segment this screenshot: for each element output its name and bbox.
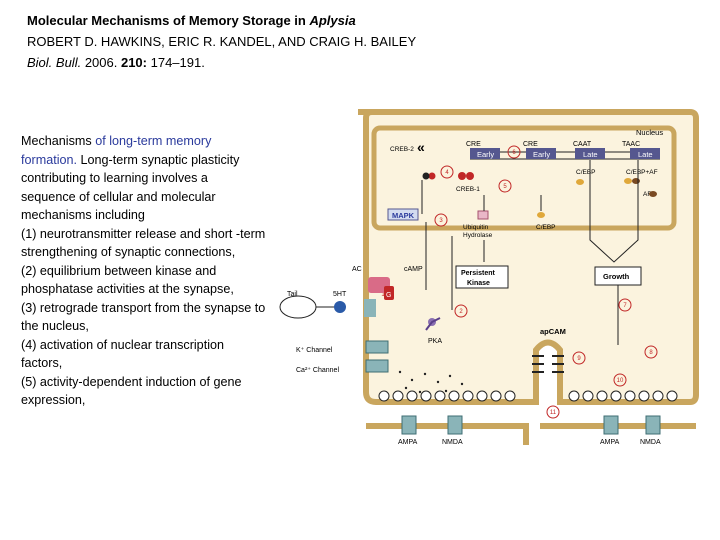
tail-label: Tail bbox=[287, 291, 298, 298]
citation-header: Molecular Mechanisms of Memory Storage i… bbox=[27, 10, 416, 73]
pka-label: PKA bbox=[428, 338, 442, 345]
figure-caption-text: Mechanisms of long-term memory formation… bbox=[21, 132, 266, 410]
step-8-marker: 8 bbox=[649, 350, 653, 356]
ca-channel-icon bbox=[365, 359, 389, 373]
list-item: (3) retrograde transport from the synaps… bbox=[21, 300, 266, 334]
creb1-dimer-icon bbox=[466, 172, 474, 180]
ampa-receptor-icon bbox=[603, 415, 619, 435]
cebp-icon bbox=[576, 179, 584, 185]
mechanism-diagram: Nucleus CREB-2 « CRE CRE CAAT TAAC Early… bbox=[270, 100, 710, 460]
early-gene-box bbox=[526, 148, 556, 159]
g-protein-label: G bbox=[386, 292, 391, 299]
sensory-neuron-icon bbox=[279, 295, 317, 319]
step-7-marker: 7 bbox=[623, 303, 627, 309]
ac-label: AC bbox=[352, 266, 362, 273]
ampa-label: AMPA bbox=[398, 439, 418, 446]
persistent-kinase-box bbox=[455, 265, 509, 289]
list-item: (4) activation of nuclear transcription … bbox=[21, 337, 224, 371]
af-label: AF bbox=[643, 191, 651, 198]
late-label: Late bbox=[638, 150, 653, 159]
persistent-label: Persistent bbox=[461, 270, 496, 277]
step-4-marker: 4 bbox=[445, 170, 449, 176]
author-list: ROBERT D. HAWKINS, ERIC R. KANDEL, AND C… bbox=[27, 34, 417, 49]
5ht-label: 5HT bbox=[333, 291, 347, 298]
mapk-label: MAPK bbox=[392, 211, 415, 220]
creb2-label: CREB-2 bbox=[390, 146, 414, 153]
creb2-bound-icon bbox=[422, 172, 430, 180]
growth-label: Growth bbox=[603, 272, 630, 281]
late-gene-box bbox=[630, 148, 660, 159]
k-channel-label: K⁺ Channel bbox=[296, 347, 333, 354]
ca-channel-label: Ca²⁺ Channel bbox=[296, 367, 339, 374]
ubiquitin-label: Ubiquitin bbox=[463, 224, 489, 231]
g-protein-icon bbox=[384, 286, 394, 300]
k-channel-icon bbox=[365, 340, 389, 354]
cebp-af-label: C/EBP+AF bbox=[626, 169, 658, 176]
list-item: (2) equilibrium between kinase and phosp… bbox=[21, 263, 234, 297]
af-icon bbox=[632, 178, 640, 184]
nucleus-label: Nucleus bbox=[636, 128, 663, 137]
cebp-label: C/EBP bbox=[576, 169, 596, 176]
list-item: (5) activity-dependent induction of gene… bbox=[21, 374, 242, 408]
cebp-icon bbox=[537, 212, 545, 218]
cebp-label: C/EBP bbox=[536, 224, 556, 231]
cebp-icon bbox=[624, 178, 632, 184]
caat-label: CAAT bbox=[573, 141, 592, 148]
step-2-marker: 2 bbox=[459, 309, 463, 315]
journal-reference: Biol. Bull. 2006. 210: 174–191. bbox=[27, 55, 205, 70]
nmda-receptor-icon bbox=[645, 415, 661, 435]
late-gene-box bbox=[575, 148, 605, 159]
creb1-label: CREB-1 bbox=[456, 186, 480, 193]
late-label: Late bbox=[583, 150, 598, 159]
early-label: Early bbox=[477, 150, 494, 159]
nmda-receptor-icon bbox=[447, 415, 463, 435]
list-item: (1) neurotransmitter release and short -… bbox=[21, 226, 266, 260]
ampa-label: AMPA bbox=[600, 439, 620, 446]
creb2-icon: « bbox=[417, 139, 425, 155]
af-icon bbox=[649, 191, 657, 197]
5ht-receptor-icon bbox=[334, 301, 346, 313]
ubiquitin-hydrolase-icon bbox=[477, 210, 489, 220]
step-9-marker: 9 bbox=[577, 356, 581, 362]
creb1-icon bbox=[428, 172, 436, 180]
step-5-marker: 5 bbox=[503, 184, 507, 190]
early-label: Early bbox=[533, 150, 550, 159]
taac-label: TAAC bbox=[622, 141, 640, 148]
receptor-icon bbox=[364, 299, 376, 317]
step-11-marker: 11 bbox=[550, 410, 557, 416]
cre-label: CRE bbox=[466, 141, 481, 148]
hydrolase-label: Hydrolase bbox=[463, 232, 493, 239]
paper-title: Molecular Mechanisms of Memory Storage i… bbox=[27, 13, 356, 28]
camp-label: cAMP bbox=[404, 266, 423, 273]
step-10-marker: 10 bbox=[617, 378, 624, 384]
step-6-marker: 6 bbox=[512, 150, 516, 156]
apcam-label: apCAM bbox=[540, 327, 566, 336]
ampa-receptor-icon bbox=[401, 415, 417, 435]
kinase-label: Kinase bbox=[467, 280, 490, 287]
early-gene-box bbox=[470, 148, 500, 159]
nmda-label: NMDA bbox=[640, 439, 661, 446]
caption-intro: Mechanisms of long-term memory formation… bbox=[21, 134, 240, 222]
creb1-dimer-icon bbox=[458, 172, 466, 180]
mapk-box bbox=[387, 208, 419, 221]
step-1-marker: 1 bbox=[381, 292, 385, 298]
cre-label: CRE bbox=[523, 141, 538, 148]
step-3-marker: 3 bbox=[439, 218, 443, 224]
nmda-label: NMDA bbox=[442, 439, 463, 446]
